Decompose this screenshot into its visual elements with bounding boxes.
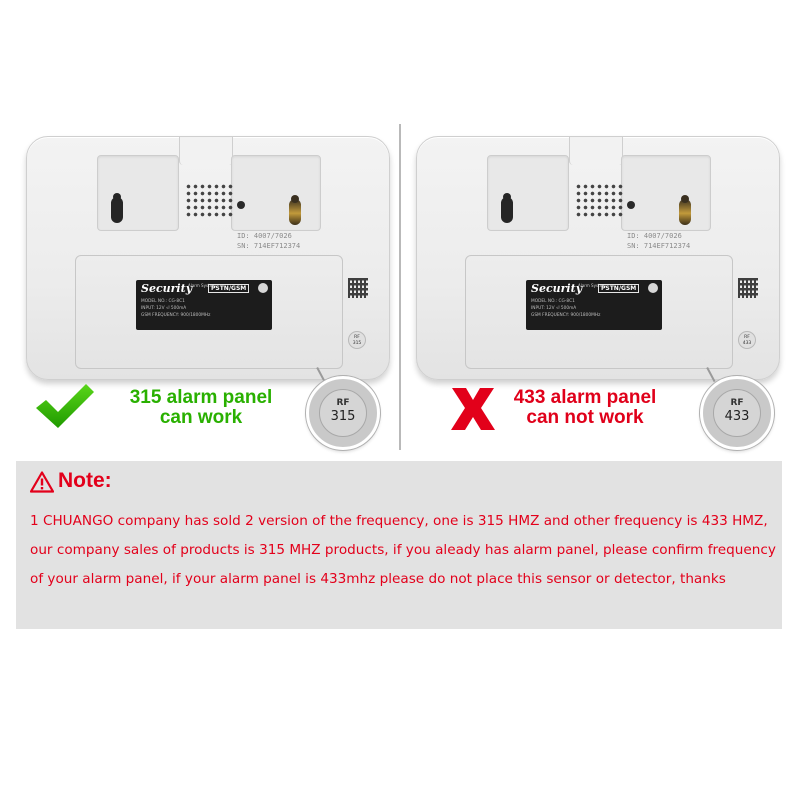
- rf-badge-label: RF: [730, 398, 744, 408]
- caption-can-not-work: 433 alarm panel can not work: [505, 388, 665, 428]
- speaker-grille: [575, 183, 623, 219]
- label-line: INPUT: 12V ⏎ 500mA: [531, 306, 577, 311]
- cross-icon: [451, 388, 495, 430]
- note-body: 1 CHUANGO company has sold 2 version of …: [30, 513, 776, 587]
- rf-sticker-small: RF 433: [738, 331, 756, 349]
- alarm-panel-315-image: ID: 4007/7026 SN: 714EF712374 Security A…: [26, 136, 390, 380]
- note-box: Note: 1 CHUANGO company has sold 2 versi…: [16, 461, 782, 629]
- keyhole-left: [501, 193, 513, 223]
- brand-logo-icon: [648, 283, 658, 293]
- note-title: Note:: [58, 469, 112, 492]
- mount-recess-left: [487, 155, 569, 231]
- label-brand: Security: [141, 282, 193, 295]
- center-divider: [399, 124, 401, 450]
- caption-line: can not work: [526, 407, 644, 428]
- battery-door: Security Alarm System PSTN/GSM MODEL NO.…: [465, 255, 758, 369]
- keyhole-left: [111, 193, 123, 223]
- check-icon: [36, 384, 94, 428]
- device-serial-text: SN: 714EF712374: [237, 242, 301, 250]
- rf-badge-label: RF: [336, 398, 350, 408]
- rf-badge-inner: RF 315: [319, 389, 367, 437]
- label-line: INPUT: 12V ⏎ 500mA: [141, 306, 187, 311]
- keyhole-right: [289, 195, 301, 225]
- caption-line: 433 alarm panel: [513, 387, 657, 408]
- rf-sticker-small: RF 315: [348, 331, 366, 349]
- speaker-grille: [185, 183, 233, 219]
- mount-recess-right: [231, 155, 321, 231]
- label-line: GSM FREQUENCY: 900/1800MHz: [141, 313, 211, 318]
- brand-logo-icon: [258, 283, 268, 293]
- label-subtitle: Alarm System: [188, 283, 216, 288]
- rf-badge-inner: RF 433: [713, 389, 761, 437]
- caption-can-work: 315 alarm panel can work: [108, 388, 294, 428]
- rf-sticker-label: RF: [744, 335, 750, 340]
- rf-sticker-value: 315: [352, 341, 362, 346]
- rf-badge-value: 315: [330, 409, 356, 424]
- device-id-text: ID: 4007/7026: [237, 232, 292, 240]
- rf-badge-433: RF 433: [700, 376, 774, 450]
- label-line: MODEL NO.: CG-8C1: [141, 299, 185, 304]
- qr-code: [348, 278, 368, 298]
- sensor-dot: [237, 201, 245, 209]
- product-label: Security Alarm System PSTN/GSM MODEL NO.…: [526, 280, 662, 330]
- device-id-text: ID: 4007/7026: [627, 232, 682, 240]
- sensor-dot: [627, 201, 635, 209]
- caption-line: 315 alarm panel: [129, 387, 273, 408]
- product-label: Security Alarm System PSTN/GSM MODEL NO.…: [136, 280, 272, 330]
- rf-sticker-label: RF: [354, 335, 360, 340]
- mount-tab: [179, 136, 233, 165]
- caption-line: can work: [159, 407, 243, 428]
- warning-icon: [30, 471, 54, 493]
- alarm-panel-433-image: ID: 4007/7026 SN: 714EF712374 Security A…: [416, 136, 780, 380]
- rf-sticker-value: 433: [742, 341, 752, 346]
- mount-recess-right: [621, 155, 711, 231]
- device-serial-text: SN: 714EF712374: [627, 242, 691, 250]
- mount-recess-left: [97, 155, 179, 231]
- rf-badge-315: RF 315: [306, 376, 380, 450]
- label-brand: Security: [531, 282, 583, 295]
- label-mode: PSTN/GSM: [208, 284, 250, 293]
- rf-badge-value: 433: [724, 409, 750, 424]
- keyhole-right: [679, 195, 691, 225]
- label-subtitle: Alarm System: [578, 283, 606, 288]
- label-mode: PSTN/GSM: [598, 284, 640, 293]
- mount-tab: [569, 136, 623, 165]
- label-line: GSM FREQUENCY: 900/1800MHz: [531, 313, 601, 318]
- battery-door: Security Alarm System PSTN/GSM MODEL NO.…: [75, 255, 368, 369]
- label-line: MODEL NO.: CG-8C1: [531, 299, 575, 304]
- qr-code: [738, 278, 758, 298]
